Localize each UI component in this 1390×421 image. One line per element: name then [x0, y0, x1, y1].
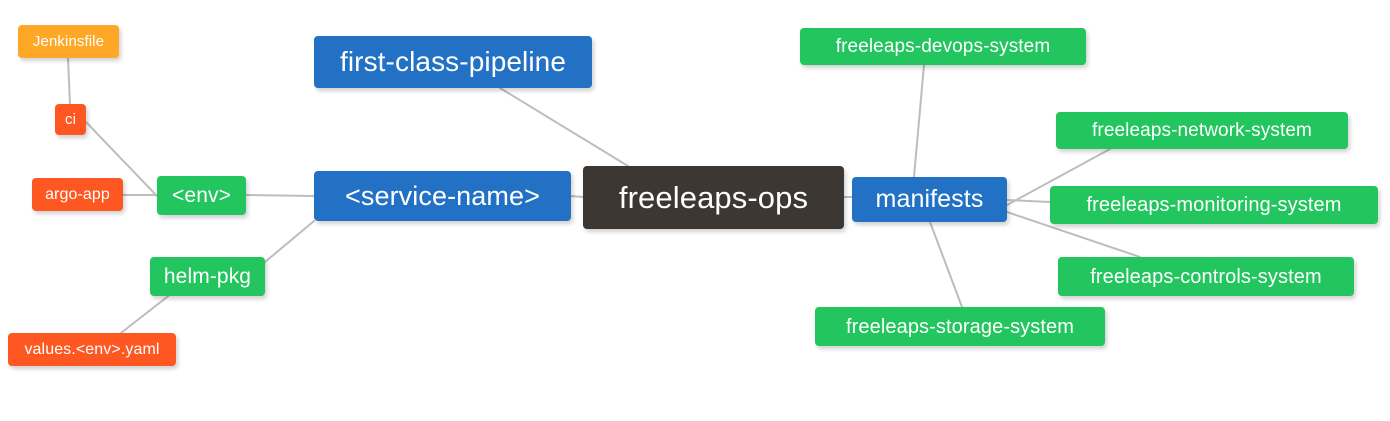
node-ci[interactable]: ci — [55, 104, 86, 135]
node-label-ci: ci — [64, 111, 77, 128]
node-service-name[interactable]: <service-name> — [314, 171, 571, 221]
node-helm-pkg[interactable]: helm-pkg — [150, 257, 265, 296]
node-label-freeleaps-monitoring-system: freeleaps-monitoring-system — [1086, 194, 1342, 216]
node-freeleaps-network-system[interactable]: freeleaps-network-system — [1056, 112, 1348, 149]
edge-jenkinsfile-to-ci — [67, 57, 71, 105]
node-label-freeleaps-controls-system: freeleaps-controls-system — [1090, 265, 1322, 288]
edge-manifests-to-freeleaps-devops-system — [913, 64, 925, 178]
node-label-manifests: manifests — [875, 185, 984, 213]
node-label-freeleaps-network-system: freeleaps-network-system — [1092, 120, 1312, 141]
node-label-freeleaps-ops: freeleaps-ops — [618, 180, 809, 215]
node-label-values-yaml: values.<env>.yaml — [24, 340, 160, 358]
node-label-helm-pkg: helm-pkg — [163, 265, 252, 288]
edge-manifests-to-freeleaps-storage-system — [929, 221, 963, 308]
node-label-freeleaps-storage-system: freeleaps-storage-system — [845, 315, 1075, 338]
node-freeleaps-devops-system[interactable]: freeleaps-devops-system — [800, 28, 1086, 65]
edge-service-name-to-helm-pkg — [264, 220, 315, 263]
node-jenkinsfile[interactable]: Jenkinsfile — [18, 25, 119, 58]
node-freeleaps-storage-system[interactable]: freeleaps-storage-system — [815, 307, 1105, 346]
node-label-freeleaps-devops-system: freeleaps-devops-system — [835, 36, 1051, 57]
node-label-env: <env> — [172, 184, 231, 207]
edge-service-name-to-freeleaps-ops — [570, 195, 584, 198]
node-values-yaml[interactable]: values.<env>.yaml — [8, 333, 176, 366]
node-label-service-name: <service-name> — [345, 180, 540, 211]
edge-first-class-pipeline-to-freeleaps-ops — [499, 87, 629, 167]
node-first-class-pipeline[interactable]: first-class-pipeline — [314, 36, 592, 88]
node-label-first-class-pipeline: first-class-pipeline — [339, 46, 567, 77]
node-env[interactable]: <env> — [157, 176, 246, 215]
node-freeleaps-controls-system[interactable]: freeleaps-controls-system — [1058, 257, 1354, 296]
node-manifests[interactable]: manifests — [852, 177, 1007, 222]
node-freeleaps-ops[interactable]: freeleaps-ops — [583, 166, 844, 229]
node-freeleaps-monitoring-system[interactable]: freeleaps-monitoring-system — [1050, 186, 1378, 224]
edge-manifests-to-freeleaps-monitoring-system — [1006, 199, 1051, 203]
node-label-argo-app: argo-app — [45, 185, 110, 203]
node-label-jenkinsfile: Jenkinsfile — [32, 33, 105, 50]
edge-env-to-service-name — [245, 194, 315, 197]
node-argo-app[interactable]: argo-app — [32, 178, 123, 211]
